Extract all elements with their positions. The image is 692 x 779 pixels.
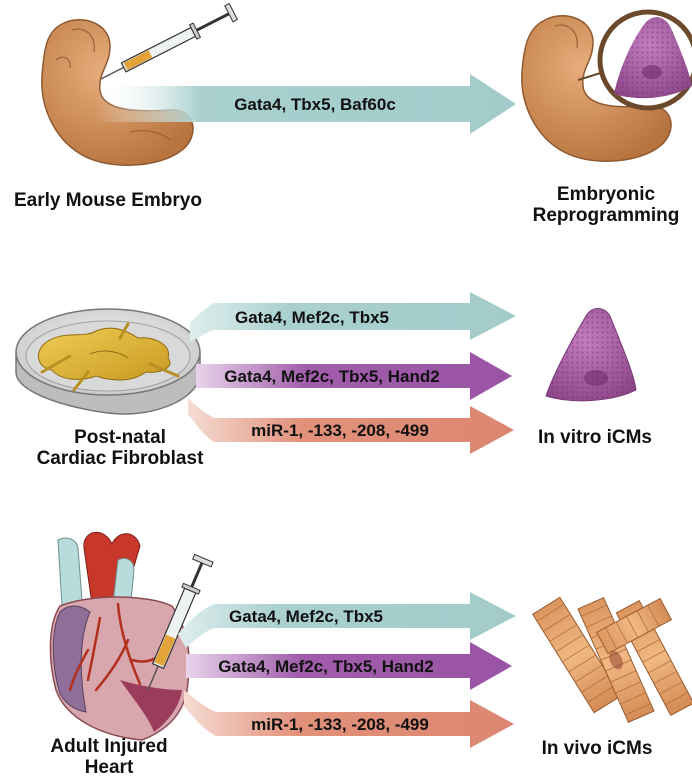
petri-dish [16, 309, 200, 414]
source-label-line-2: Heart [14, 757, 204, 778]
in-vivo-icms-label: In vivo iCMs [522, 738, 672, 759]
arrow-row2-salmon: miR-1, -133, -208, -499 [188, 398, 514, 454]
cardiac-fibroblast-label: Post-natal Cardiac Fibroblast [14, 427, 226, 469]
arrow-row1-label: Gata4, Tbx5, Baf60c [234, 95, 396, 114]
early-mouse-embryo-label: Early Mouse Embryo [14, 190, 244, 211]
arrow-row3-salmon: miR-1, -133, -208, -499 [184, 690, 514, 748]
ic-cardiomyocyte-fibers [533, 597, 692, 722]
source-label-line-2: Cardiac Fibroblast [14, 448, 226, 469]
arrow-row2-teal: Gata4, Mef2c, Tbx5 [190, 292, 516, 342]
in-vitro-icms-label: In vitro iCMs [520, 427, 670, 448]
arrow-row2-purple: Gata4, Mef2c, Tbx5, Hand2 [196, 352, 512, 400]
arrow-row2-purple-label: Gata4, Mef2c, Tbx5, Hand2 [224, 367, 439, 386]
source-label-line-1: Adult Injured [14, 736, 204, 757]
target-label-line-2: Reprogramming [520, 205, 692, 226]
syringe-1 [93, 4, 237, 89]
arrow-row3-purple: Gata4, Mef2c, Tbx5, Hand2 [186, 642, 512, 690]
arrow-row2-salmon-label: miR-1, -133, -208, -499 [251, 421, 429, 440]
arrow-row2-teal-label: Gata4, Mef2c, Tbx5 [235, 308, 389, 327]
arrow-row3-teal-label: Gata4, Mef2c, Tbx5 [229, 607, 383, 626]
arrow-row3-purple-label: Gata4, Mef2c, Tbx5, Hand2 [218, 657, 433, 676]
target-label-line-1: Embryonic [520, 184, 692, 205]
adult-injured-heart-label: Adult Injured Heart [14, 736, 204, 778]
embryonic-reprogramming-label: Embryonic Reprogramming [520, 184, 692, 226]
ic-cardiomyocyte-vitro [546, 309, 636, 401]
arrow-row3-salmon-label: miR-1, -133, -208, -499 [251, 715, 429, 734]
zoom-lens [578, 12, 692, 108]
arrow-row3-teal: Gata4, Mef2c, Tbx5 [178, 592, 516, 648]
source-label-line-1: Post-natal [14, 427, 226, 448]
